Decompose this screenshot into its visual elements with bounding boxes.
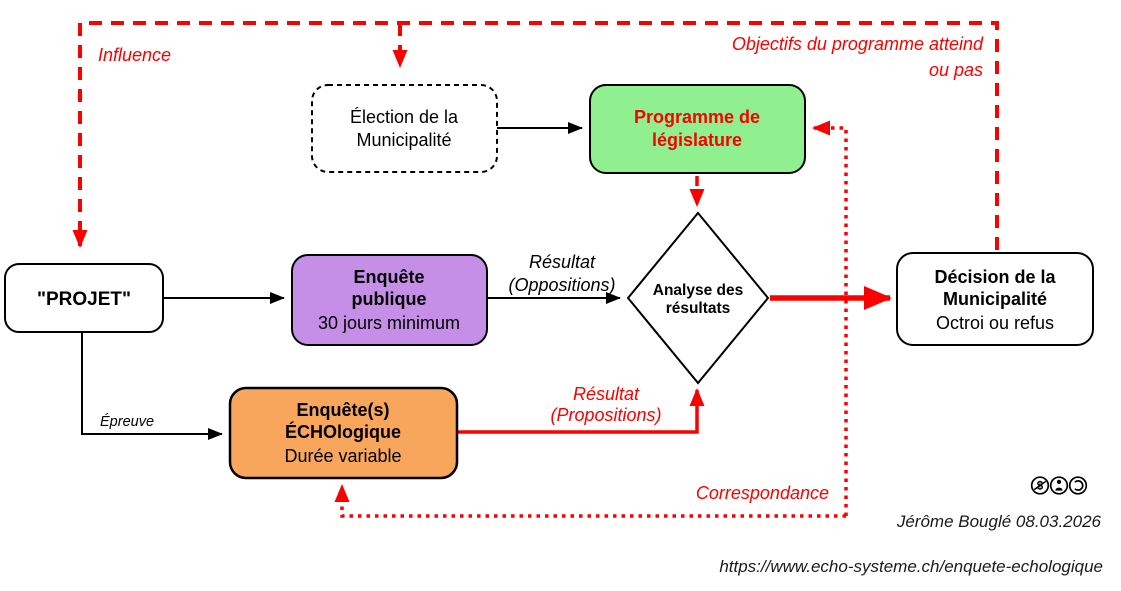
cc-nc-icon: $ <box>1030 476 1050 495</box>
edge-correspondance-to-programme-dotted <box>812 120 848 516</box>
label-resultat-propositions-line2: (Propositions) <box>550 405 661 425</box>
projet-label: "PROJET" <box>37 289 131 310</box>
enquete-echologique-line3: Durée variable <box>284 446 401 466</box>
node-election: Élection de la Municipalité <box>311 84 498 173</box>
enquete-publique-line1: Enquête <box>353 267 424 287</box>
analyse-line2: résultats <box>666 300 731 317</box>
election-box <box>311 84 498 173</box>
label-resultat-oppositions-line1: Résultat <box>529 252 596 272</box>
programme-line2: législature <box>652 130 742 150</box>
decision-line1: Décision de la <box>934 267 1056 287</box>
node-enquete-publique: Enquête publique 30 jours minimum <box>291 254 488 346</box>
enquete-publique-line3: 30 jours minimum <box>318 313 460 333</box>
node-enquete-echologique: Enquête(s) ÉCHOlogique Durée variable <box>228 386 459 480</box>
node-decision: Décision de la Municipalité Octroi ou re… <box>896 252 1094 346</box>
enquete-publique-box <box>291 254 488 346</box>
label-resultat-oppositions-line2: (Oppositions) <box>508 275 615 295</box>
edge-projet-to-echologique <box>81 332 223 440</box>
projet-box <box>4 263 164 333</box>
decision-box <box>896 252 1094 346</box>
decision-line2: Municipalité <box>943 289 1047 309</box>
node-projet: "PROJET" <box>4 263 164 333</box>
node-programme: Programme de législature <box>589 84 806 174</box>
author-credit: Jérôme Bouglé 08.03.2026 <box>896 512 1102 531</box>
enquete-publique-line2: publique <box>352 289 427 309</box>
label-correspondance: Correspondance <box>696 483 829 503</box>
dollar-glyph: $ <box>1037 481 1044 493</box>
analyse-diamond <box>626 211 770 385</box>
edge-decision-to-projet-dashed <box>72 21 999 250</box>
edge-correspondance-to-echologique-dotted <box>334 484 846 518</box>
source-url: https://www.echo-systeme.ch/enquete-echo… <box>719 557 1103 576</box>
label-influence: Influence <box>98 45 171 65</box>
election-line1: Élection de la <box>350 107 459 127</box>
programme-box <box>589 84 806 174</box>
analyse-line1: Analyse des <box>653 282 743 299</box>
label-objectifs-line1: Objectifs du programme atteind <box>732 34 984 54</box>
label-resultat-propositions-line1: Résultat <box>573 384 640 404</box>
election-line2: Municipalité <box>356 130 451 150</box>
enquete-echologique-box <box>228 386 459 480</box>
label-epreuve: Épreuve <box>100 413 154 430</box>
copyleft-icon <box>1068 476 1088 495</box>
license-icons: $ <box>1030 476 1088 495</box>
node-analyse: Analyse des résultats <box>626 211 770 385</box>
decision-line3: Octroi ou refus <box>936 313 1054 333</box>
enquete-echologique-line2: ÉCHOlogique <box>285 421 401 442</box>
programme-line1: Programme de <box>634 107 760 127</box>
cc-by-icon <box>1049 476 1069 495</box>
label-objectifs-line2: ou pas <box>929 60 983 80</box>
edge-echologique-to-analyse-red <box>457 388 705 434</box>
enquete-echologique-line1: Enquête(s) <box>296 400 389 420</box>
